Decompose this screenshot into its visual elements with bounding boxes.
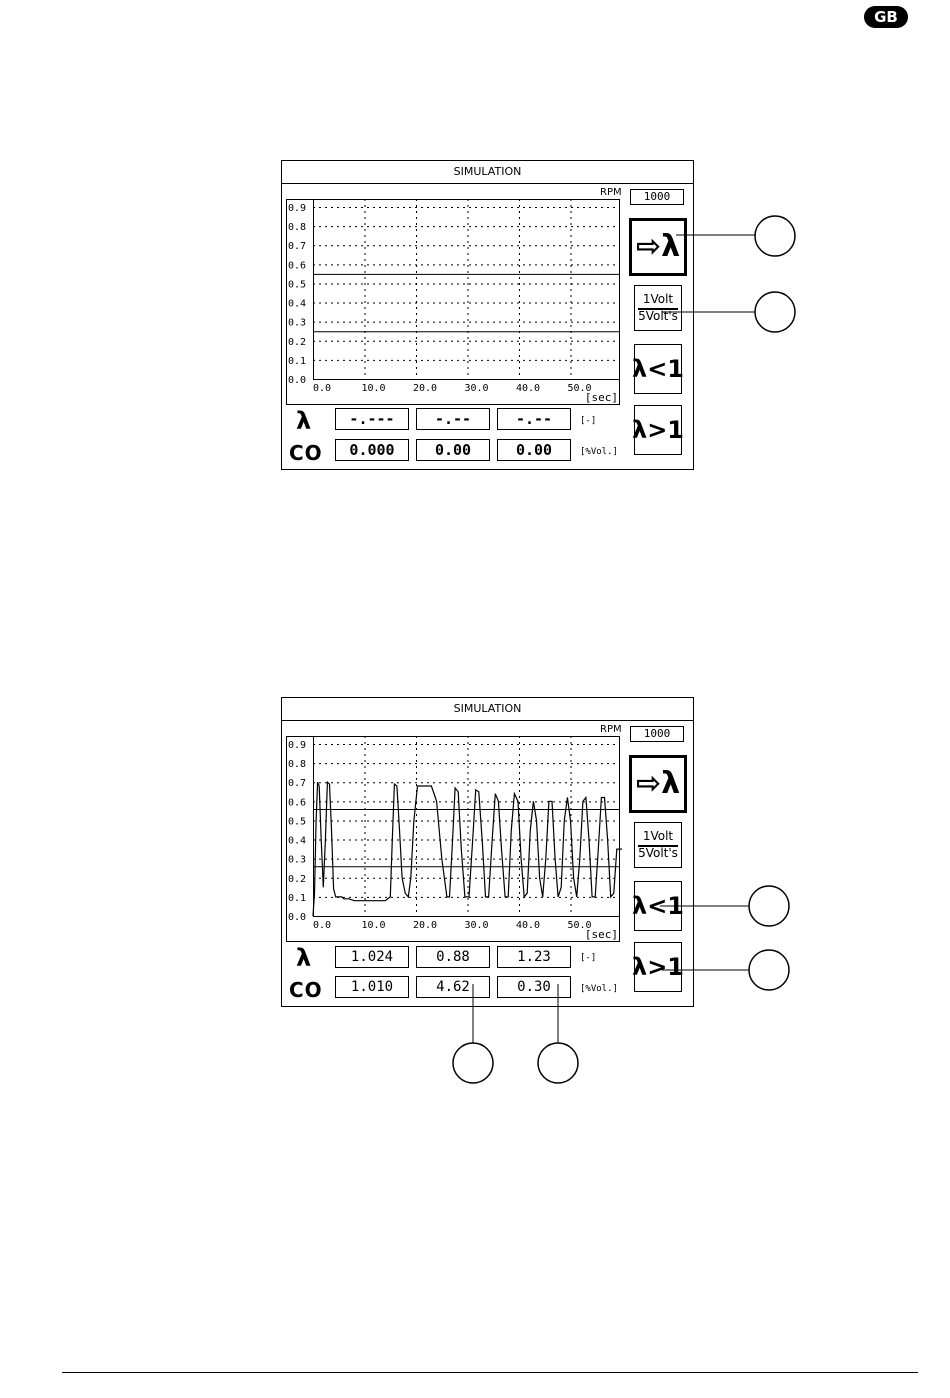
y-tick-label: 0.8 [288,759,306,770]
x-tick-label: 20.0 [413,383,437,394]
lambda-value-3: 1.23 [497,946,571,968]
callout-circle [754,291,796,333]
lambda-arrow-icon: ⇨λ [635,766,681,801]
co-value-1: 0.000 [335,439,409,461]
y-tick-label: 0.1 [288,356,306,367]
x-tick-label: 30.0 [464,383,488,394]
x-tick-label: 40.0 [516,920,540,931]
y-tick-label: 0.6 [288,797,306,808]
y-tick-label: 0.6 [288,260,306,271]
co-row-symbol: CO [289,441,323,465]
rpm-value-field: 1000 [630,726,684,742]
y-tick-label: 0.4 [288,836,306,847]
lambda-select-button[interactable]: ⇨λ [629,755,687,813]
y-tick-label: 0.9 [288,740,306,751]
co-row-symbol: CO [289,978,323,1002]
lambda-gt-1-icon: λ>1 [632,416,684,444]
volt-top-label: 1Volt [638,830,678,847]
lambda-unit: [-] [580,416,597,426]
x-tick-label: 10.0 [361,383,385,394]
voltage-range-icon: 1Volt 5Volt's [638,830,678,859]
callout-circle [748,949,790,991]
y-tick-label: 0.1 [288,893,306,904]
x-tick-label: 20.0 [413,920,437,931]
lambda-arrow-icon: ⇨λ [635,229,681,264]
volt-bottom-label: 5Volt's [638,845,678,860]
plot-frame [286,199,620,405]
lambda-row-symbol: λ [296,407,312,435]
y-tick-label: 0.8 [288,222,306,233]
y-tick-label: 0.3 [288,855,306,866]
co-value-2: 4.62 [416,976,490,998]
rpm-value-field: 1000 [630,189,684,205]
rpm-label: RPM [600,187,622,198]
callout-circle [537,1042,579,1084]
co-unit: [%Vol.] [580,984,618,994]
y-tick-label: 0.2 [288,874,306,885]
co-value-1: 1.010 [335,976,409,998]
lambda-select-button[interactable]: ⇨λ [629,218,687,276]
x-tick-label: 10.0 [361,920,385,931]
co-unit: [%Vol.] [580,447,618,457]
lambda-value-2: -.-- [416,408,490,430]
co-value-3: 0.30 [497,976,571,998]
lambda-gt-1-icon: λ>1 [632,953,684,981]
y-tick-label: 0.0 [288,375,306,386]
callout-circle [748,885,790,927]
lambda-row-symbol: λ [296,944,312,972]
screen-title: SIMULATION [282,161,693,184]
x-axis-unit: [sec] [585,391,618,404]
lambda-gt-1-button[interactable]: λ>1 [632,942,684,992]
x-tick-label: 50.0 [567,383,591,394]
lambda-gt-1-button[interactable]: λ>1 [632,405,684,455]
lambda-value-2: 0.88 [416,946,490,968]
lambda-lt-1-button[interactable]: λ<1 [632,344,684,394]
y-tick-label: 0.5 [288,279,306,290]
lambda-value-3: -.-- [497,408,571,430]
x-tick-label: 0.0 [313,383,331,394]
y-tick-label: 0.4 [288,299,306,310]
y-tick-label: 0.2 [288,337,306,348]
lambda-lt-1-icon: λ<1 [632,355,684,383]
y-tick-label: 0.7 [288,778,306,789]
x-axis-unit: [sec] [585,928,618,941]
y-tick-label: 0.3 [288,318,306,329]
y-tick-label: 0.7 [288,241,306,252]
footer-rule [62,1372,918,1373]
x-tick-label: 50.0 [567,920,591,931]
callout-circle [452,1042,494,1084]
callout-circle [754,215,796,257]
co-value-2: 0.00 [416,439,490,461]
x-tick-label: 40.0 [516,383,540,394]
volt-top-label: 1Volt [638,293,678,310]
lambda-chart: 0.0 0.1 0.2 0.3 0.4 0.5 0.6 0.7 0.8 0.9 0.0 10.0 20.… [286,199,620,405]
y-tick-label: 0.9 [288,203,306,214]
gb-badge: GB [864,6,908,28]
y-tick-label: 0.5 [288,816,306,827]
lambda-value-1: -.--- [335,408,409,430]
lambda-value-1: 1.024 [335,946,409,968]
lambda-unit: [-] [580,953,597,963]
x-tick-label: 0.0 [313,920,331,931]
screen-title: SIMULATION [282,698,693,721]
rpm-label: RPM [600,724,622,735]
y-tick-label: 0.0 [288,912,306,923]
lambda-signal-line [312,780,622,917]
lambda-chart: 0.0 0.1 0.2 0.3 0.4 0.5 0.6 0.7 0.8 0.9 0.0 10.0 20.… [286,736,622,942]
co-value-3: 0.00 [497,439,571,461]
x-tick-label: 30.0 [464,920,488,931]
plot-frame [286,736,620,942]
voltage-range-button[interactable]: 1Volt 5Volt's [634,822,682,868]
